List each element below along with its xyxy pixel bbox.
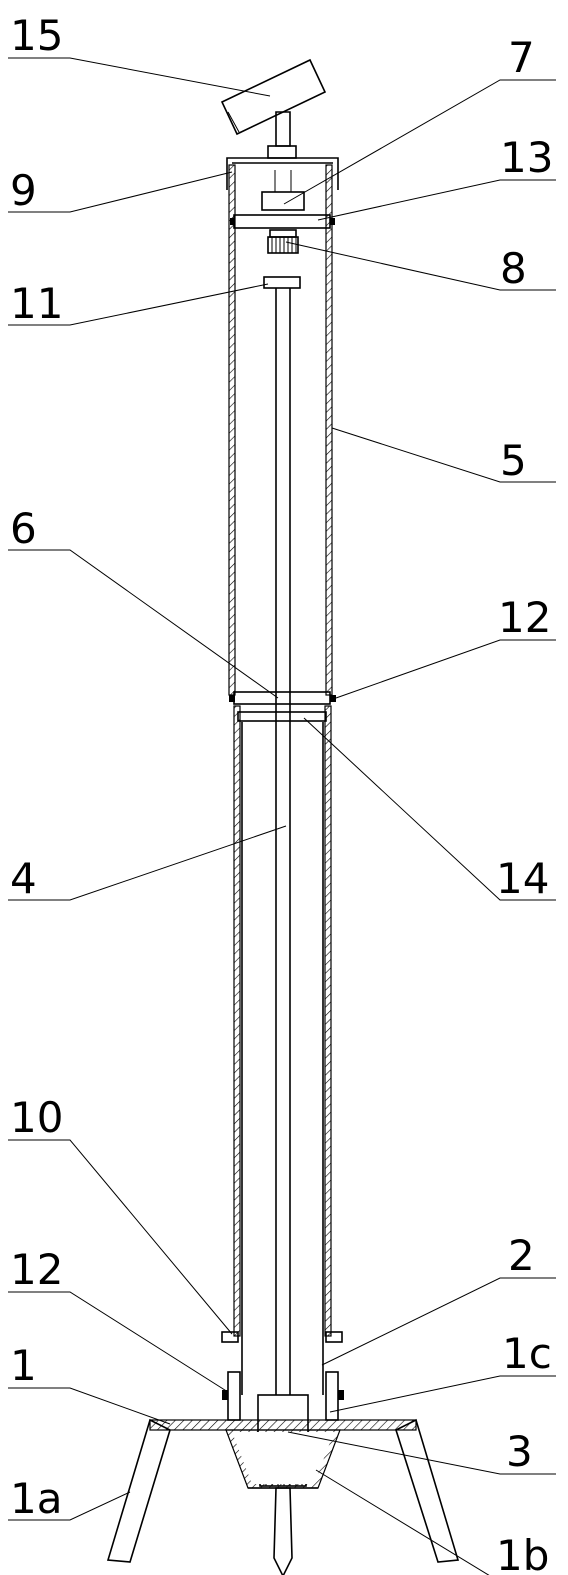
top-cap [226, 145, 339, 190]
leader-lines [8, 57, 556, 1575]
callout-1b: 1b [496, 1531, 549, 1575]
callout-11: 11 [10, 279, 63, 328]
callout-4: 4 [10, 854, 37, 903]
callout-12-top: 12 [498, 593, 551, 642]
motor-assembly [230, 170, 335, 254]
funnel-housing [225, 1429, 341, 1489]
callout-5: 5 [500, 436, 527, 485]
callout-2: 2 [508, 1231, 535, 1280]
camera [220, 58, 327, 147]
callout-15: 15 [10, 11, 63, 60]
callout-3: 3 [506, 1427, 533, 1476]
legs [106, 1418, 460, 1575]
screw-rod-head [263, 276, 301, 289]
base-plate [149, 1419, 417, 1431]
callout-14: 14 [496, 854, 549, 903]
callout-9: 9 [10, 166, 37, 215]
callout-13: 13 [500, 133, 553, 182]
callout-1a: 1a [10, 1474, 62, 1523]
middle-joint [229, 691, 336, 722]
callout-1: 1 [10, 1341, 37, 1390]
screw-rod [275, 288, 291, 1395]
base-fittings [222, 1371, 344, 1421]
callout-7: 7 [508, 33, 535, 82]
callout-8: 8 [500, 244, 527, 293]
callout-1c: 1c [502, 1329, 552, 1378]
callout-6: 6 [10, 504, 37, 553]
callout-10: 10 [10, 1093, 63, 1142]
lower-tube [233, 705, 332, 1395]
callout-12-bottom: 12 [10, 1245, 63, 1294]
callouts: 15 7 9 13 8 11 5 6 12 4 14 10 2 12 1c 1 … [10, 11, 553, 1575]
